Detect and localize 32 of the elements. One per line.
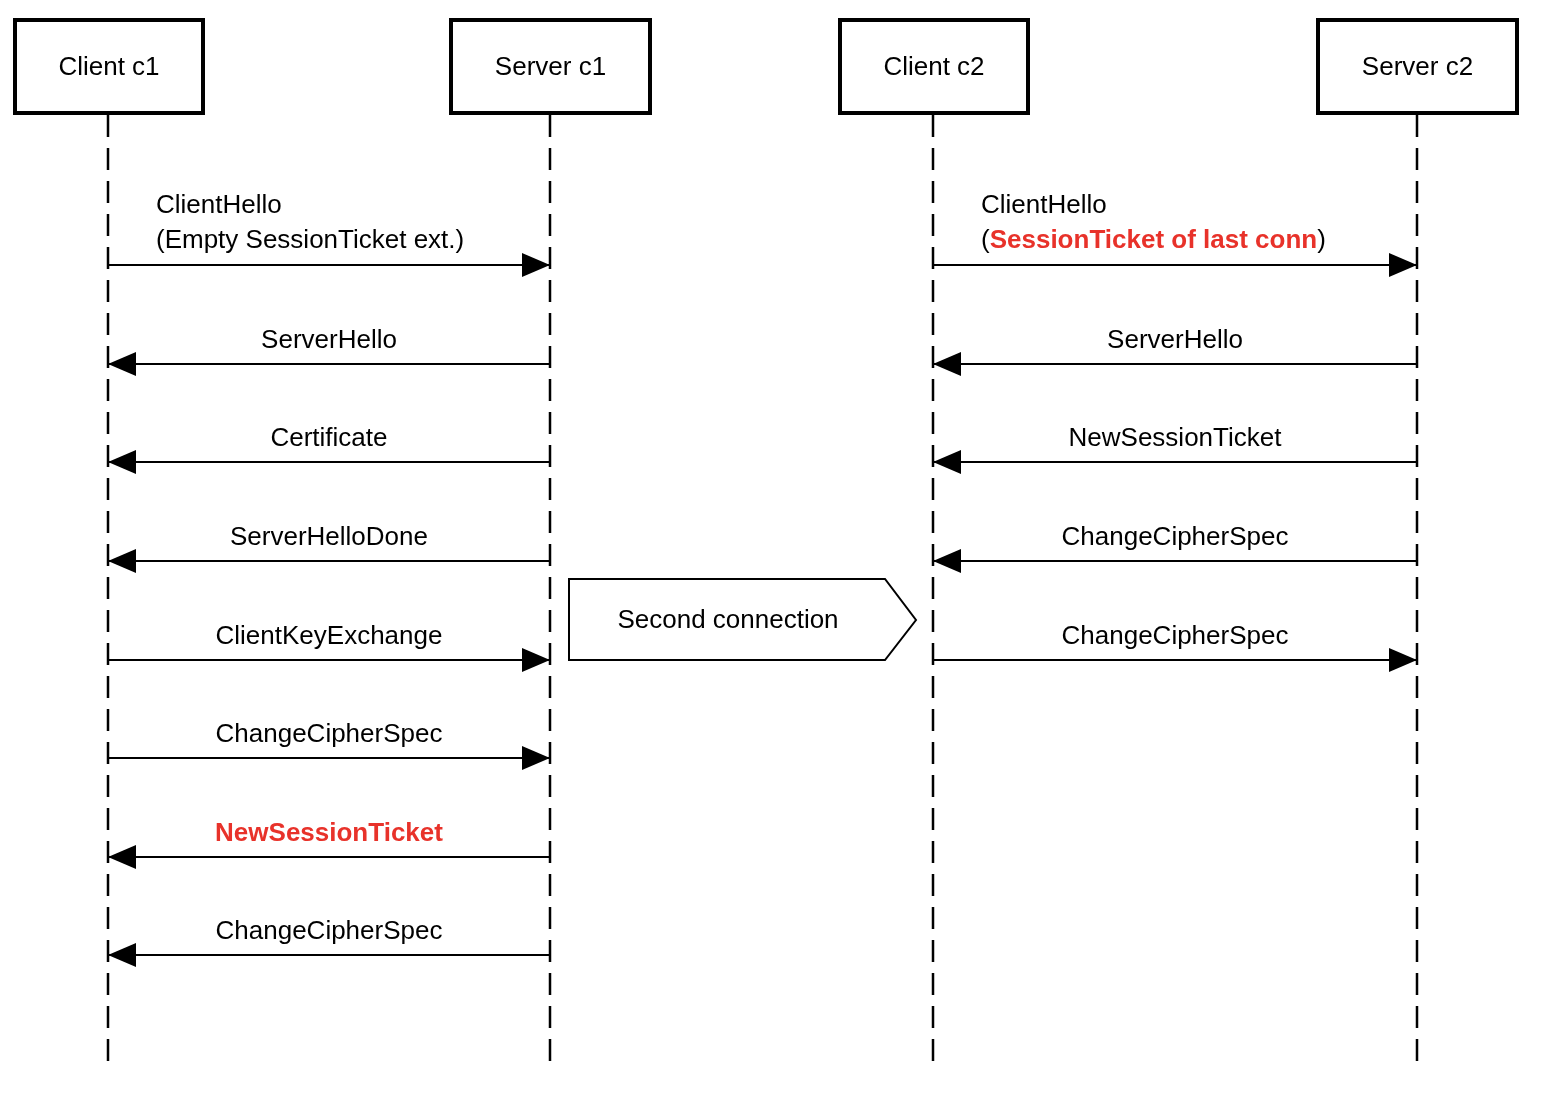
- message-label: ClientHello (Empty SessionTicket ext.): [156, 188, 465, 256]
- message-arrow: [107, 648, 551, 672]
- message-label: ServerHello: [260, 323, 398, 356]
- message-label: ChangeCipherSpec: [214, 914, 444, 947]
- message-arrow: [932, 253, 1418, 277]
- message-arrow: [107, 253, 551, 277]
- message-label: ServerHello: [1106, 323, 1244, 356]
- message-label: NewSessionTicket: [214, 816, 444, 849]
- participant-box: Server c1: [449, 18, 652, 115]
- message-label: Certificate: [269, 421, 389, 454]
- message-label: ChangeCipherSpec: [1060, 619, 1290, 652]
- message-arrow: [932, 450, 1418, 474]
- message-arrow: [932, 549, 1418, 573]
- participant-box: Server c2: [1316, 18, 1519, 115]
- banner-label: Second connection: [616, 603, 840, 636]
- message-label: ChangeCipherSpec: [1060, 520, 1290, 553]
- message-arrow: [107, 943, 551, 967]
- message-arrow: [932, 352, 1418, 376]
- message-label: ClientHello (SessionTicket of last conn): [981, 188, 1326, 256]
- message-arrow: [107, 450, 551, 474]
- message-label: ServerHelloDone: [229, 520, 429, 553]
- message-label: ClientKeyExchange: [214, 619, 444, 652]
- connection-banner: [568, 578, 918, 662]
- message-arrow: [107, 352, 551, 376]
- message-arrow: [107, 746, 551, 770]
- participant-box: Client c1: [13, 18, 205, 115]
- message-arrow: [932, 648, 1418, 672]
- participant-box: Client c2: [838, 18, 1030, 115]
- message-label: ChangeCipherSpec: [214, 717, 444, 750]
- message-label: NewSessionTicket: [1067, 421, 1283, 454]
- message-arrow: [107, 845, 551, 869]
- message-arrow: [107, 549, 551, 573]
